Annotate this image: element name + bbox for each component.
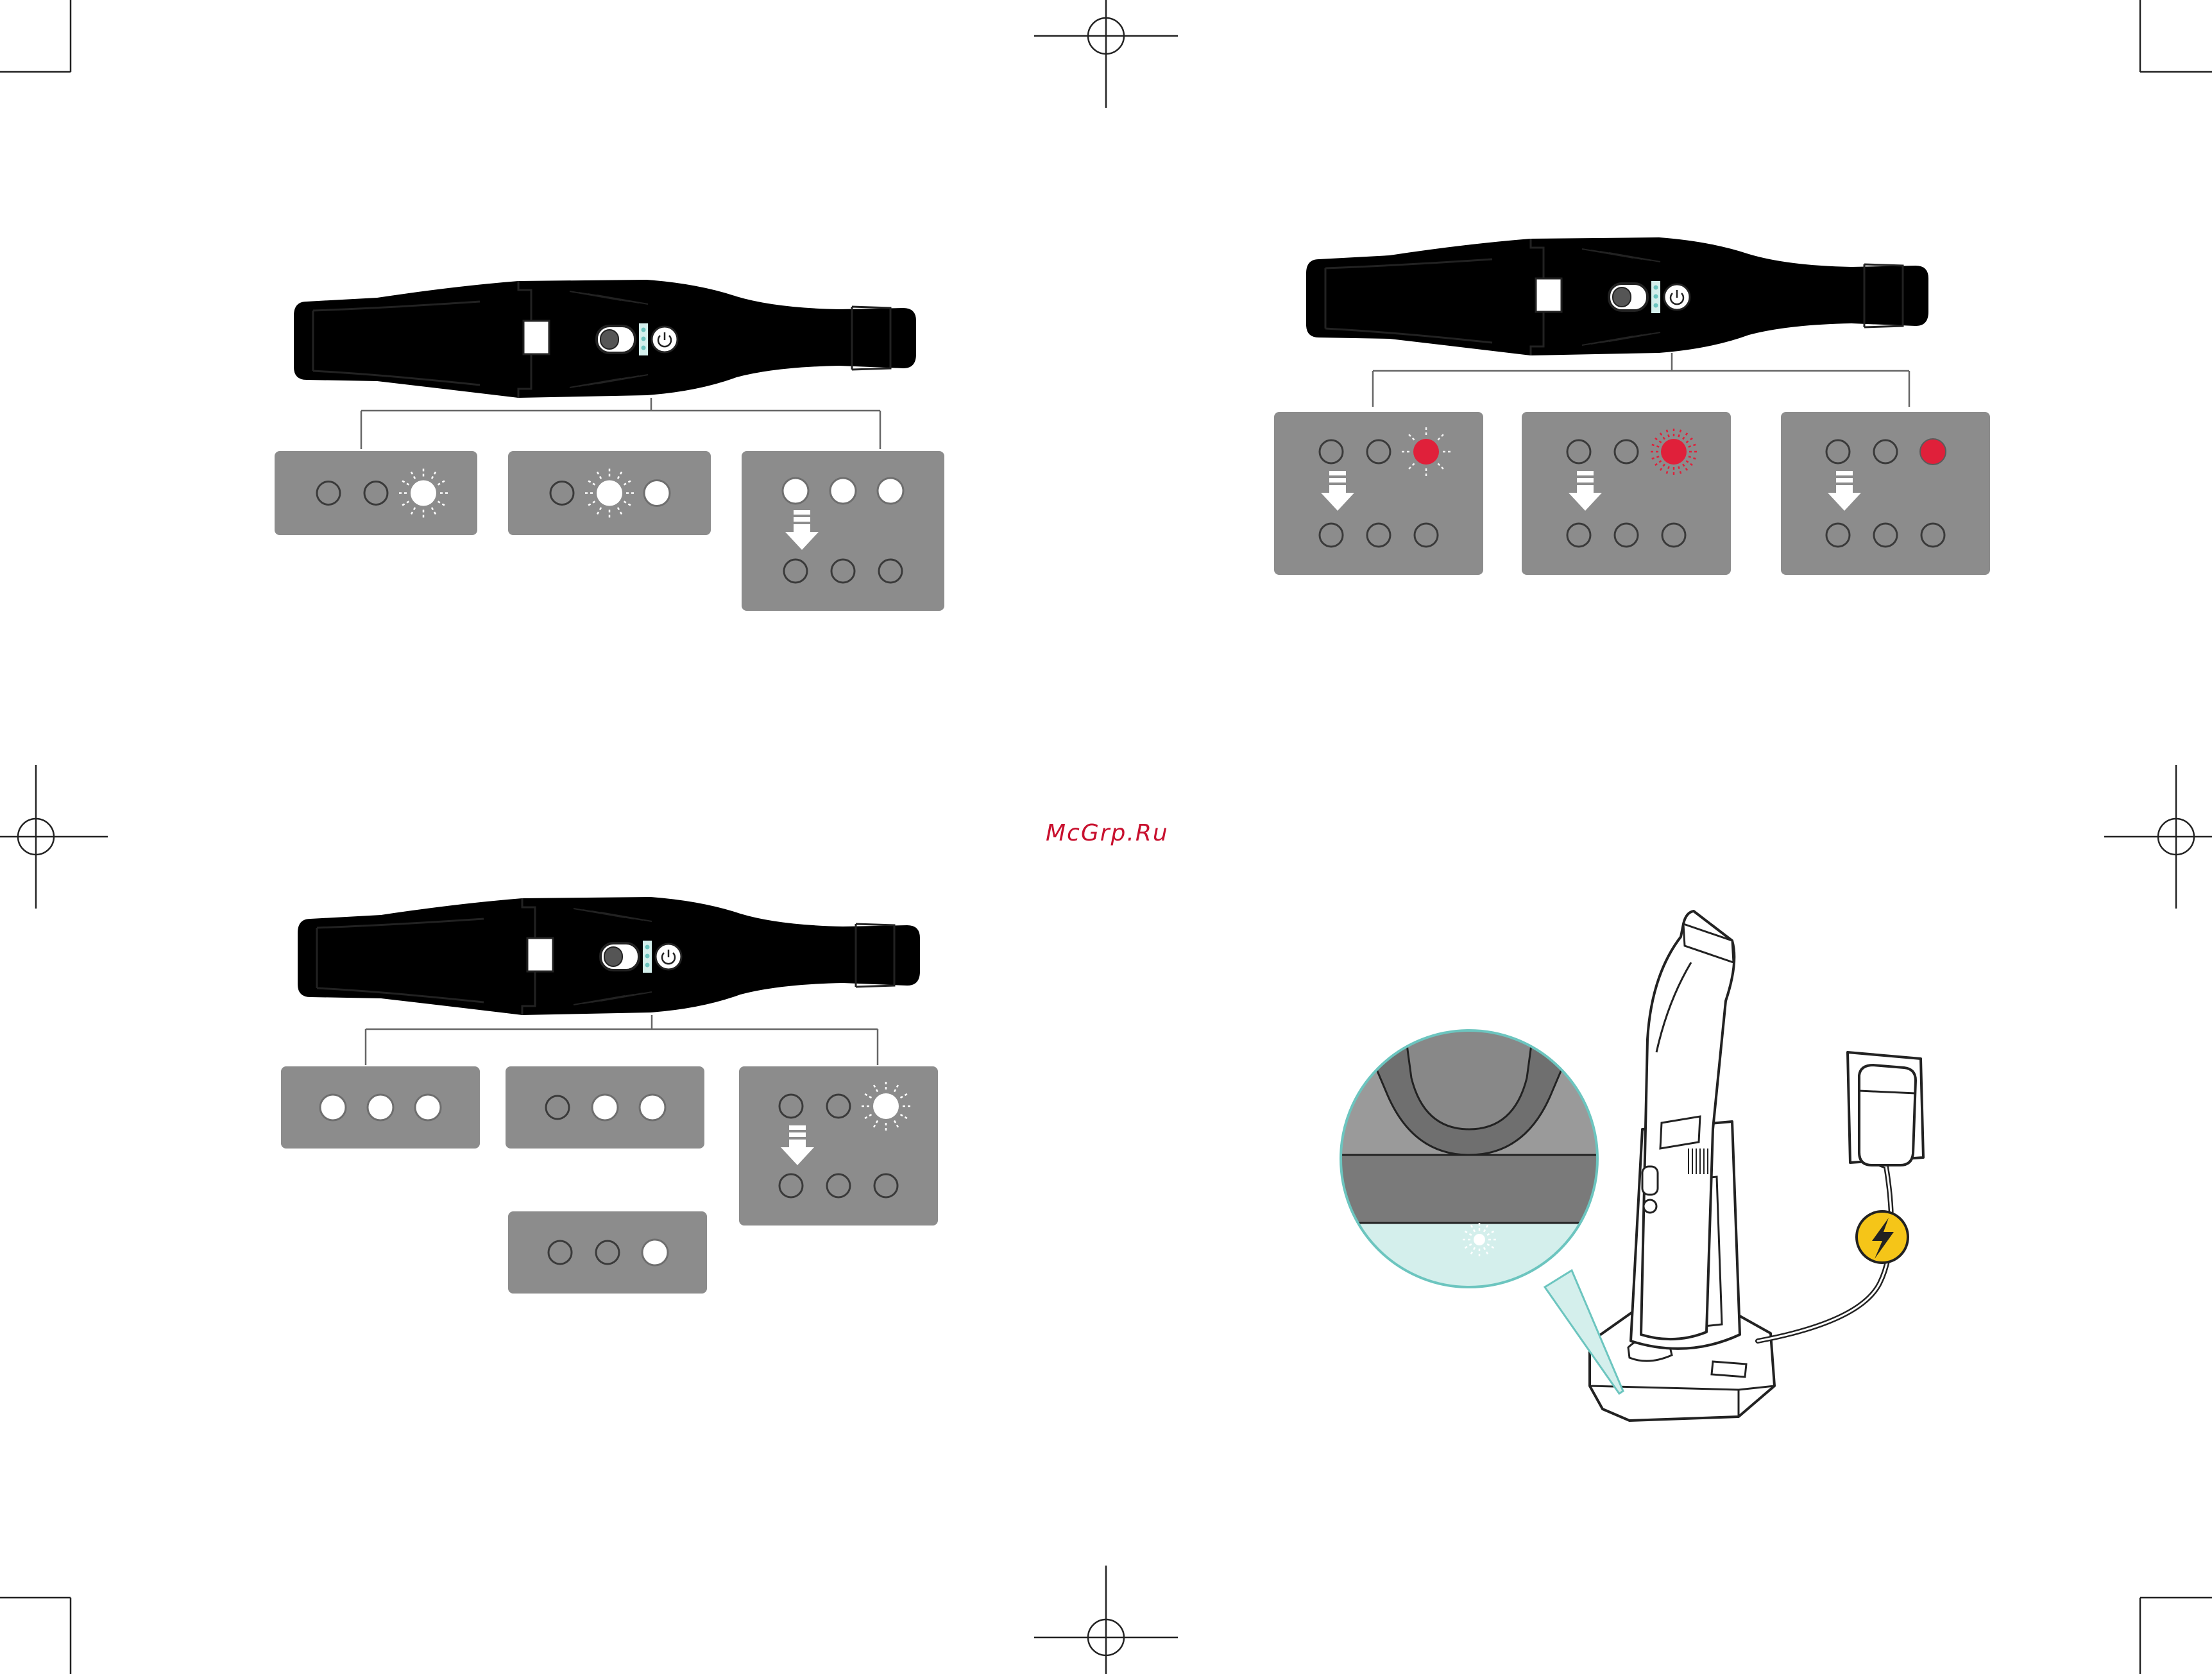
panel-background: [1781, 412, 1990, 575]
led-indicator: [644, 481, 670, 506]
led-blink: [873, 1093, 899, 1119]
led-on: [644, 481, 670, 506]
registration-mark-icon: [2104, 765, 2212, 909]
led-indicator: [415, 1095, 441, 1120]
indicator-dot: [642, 328, 646, 332]
indicator-dot: [1654, 295, 1658, 299]
led-indicator: [368, 1095, 393, 1120]
connector-lines: [1373, 353, 1909, 407]
connector-lines: [366, 1015, 878, 1065]
led-red-blink: [1413, 439, 1439, 465]
registration-mark-icon: [1034, 1566, 1178, 1674]
indicator-dot: [1654, 303, 1658, 308]
release-latch: [527, 938, 553, 971]
vacuum-low-battery: [1306, 237, 1928, 355]
base-accessory-slot: [1712, 1362, 1746, 1377]
indicator-dot: [642, 337, 646, 341]
magnified-content: [1341, 1030, 1597, 1287]
power-adapter: [1859, 1065, 1916, 1165]
low-battery-panel-3: [1781, 412, 1990, 575]
indicator-dot: [1654, 286, 1658, 290]
vacuum-battery-levels: [294, 280, 916, 398]
led-on: [830, 478, 856, 504]
led-red-blink-fast: [1661, 439, 1687, 465]
led-indicator: [830, 478, 856, 504]
battery-panel-1: [275, 451, 477, 535]
panel-background: [739, 1066, 938, 1226]
docking-station-illustration: [1341, 911, 1923, 1421]
led-red-on: [1920, 439, 1946, 465]
base-front-band: [1341, 1155, 1597, 1223]
charging-panel-2: [506, 1066, 704, 1149]
led-indicator: [878, 478, 903, 504]
crop-mark-icon: [2140, 1598, 2212, 1674]
led-on: [368, 1095, 393, 1120]
low-battery-panel-2: [1522, 412, 1731, 575]
vacuum-charging: [298, 897, 920, 1015]
lightning-bolt-icon: [1857, 1211, 1908, 1263]
battery-panel-3: [742, 451, 944, 611]
registration-mark-icon: [1034, 0, 1178, 108]
led-indicator: [592, 1095, 618, 1120]
led-on: [592, 1095, 618, 1120]
registration-mark-icon: [0, 765, 108, 909]
battery-panel-2: [508, 451, 711, 535]
vacuum-switch: [1642, 1166, 1658, 1195]
release-latch: [523, 321, 549, 354]
panel-background: [742, 451, 944, 611]
led-indicator: [1920, 439, 1946, 465]
indicator-dot: [645, 963, 650, 968]
led-blink: [597, 481, 622, 506]
panel-background: [1522, 412, 1731, 575]
crop-mark-icon: [0, 0, 71, 72]
connector-lines: [361, 398, 880, 449]
panel-background: [1274, 412, 1483, 575]
led-indicator: [642, 1240, 668, 1265]
slide-switch-knob: [1613, 287, 1631, 307]
base-led: [1474, 1234, 1485, 1245]
charging-panel-1: [281, 1066, 480, 1149]
panel-background: [508, 1211, 707, 1294]
release-latch: [1536, 278, 1561, 312]
led-indicator: [320, 1095, 346, 1120]
charging-panel-4: [508, 1211, 707, 1294]
slide-switch-knob: [600, 330, 618, 349]
charging-panel-3: [739, 1066, 938, 1226]
led-on: [415, 1095, 441, 1120]
indicator-dot: [645, 954, 650, 959]
led-blink: [411, 481, 436, 506]
slide-switch-knob: [604, 947, 622, 966]
watermark-text: McGrp.Ru: [1046, 820, 1169, 846]
led-on: [878, 478, 903, 504]
led-on: [642, 1240, 668, 1265]
led-on: [640, 1095, 665, 1120]
indicator-dot: [645, 945, 650, 950]
led-indicator: [783, 478, 808, 504]
led-on: [320, 1095, 346, 1120]
vacuum-power-button: [1644, 1200, 1656, 1213]
low-battery-panel-1: [1274, 412, 1483, 575]
led-on: [783, 478, 808, 504]
crop-mark-icon: [2140, 0, 2212, 72]
led-indicator: [640, 1095, 665, 1120]
crop-mark-icon: [0, 1598, 71, 1674]
vacuum-seam: [1660, 1116, 1700, 1149]
indicator-dot: [642, 346, 646, 350]
magnified-base-detail: [1341, 1030, 1597, 1287]
